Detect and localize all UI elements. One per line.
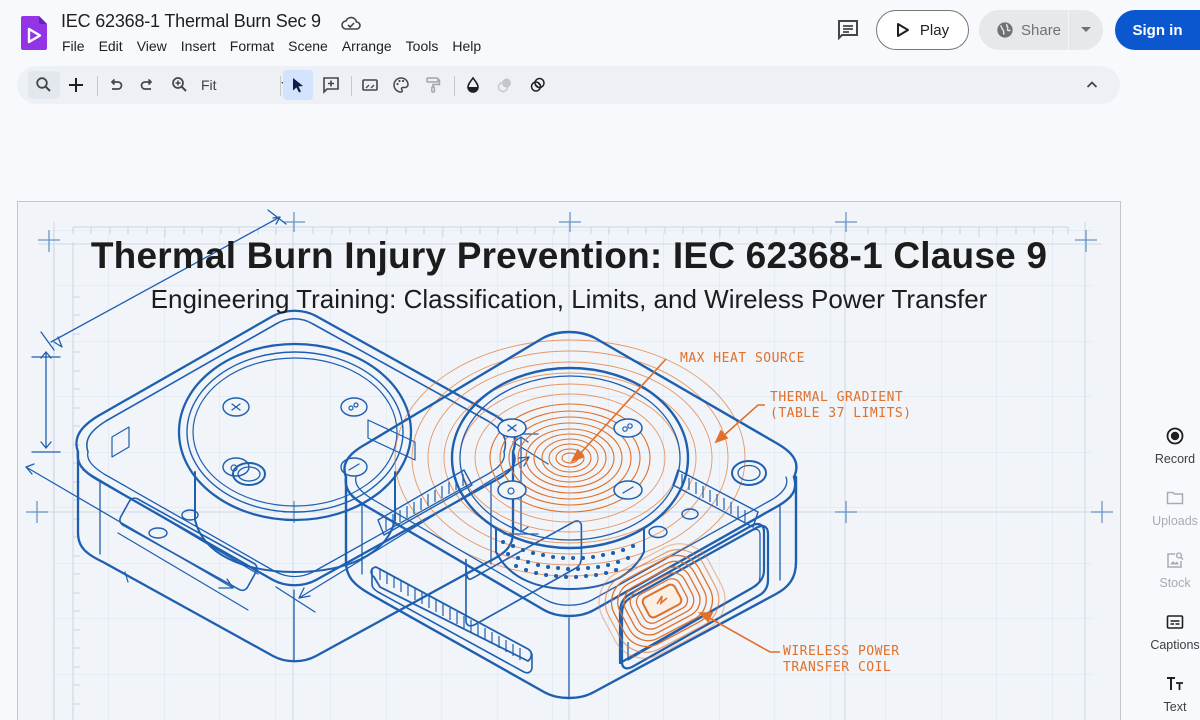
blueprint-illustration	[18, 202, 1120, 720]
app-logo-icon[interactable]	[21, 16, 47, 50]
zoom-in-button[interactable]	[166, 71, 194, 99]
callout-text: THERMAL GRADIENT	[770, 390, 904, 405]
select-tool-button[interactable]	[283, 70, 313, 100]
opacity-icon	[497, 78, 511, 93]
menu-view[interactable]: View	[136, 38, 167, 54]
fill-color-button[interactable]	[459, 71, 487, 99]
background-image-icon	[362, 79, 378, 91]
undo-button[interactable]	[102, 71, 130, 99]
collapse-toolbar-button[interactable]	[1078, 71, 1106, 99]
zoom-in-icon	[172, 77, 187, 92]
add-comment-icon	[323, 77, 339, 94]
background-button[interactable]	[356, 71, 384, 99]
menu-bar: File Edit View Insert Format Scene Arran…	[55, 36, 488, 56]
cursor-arrow-icon	[293, 78, 303, 93]
slide-title: Thermal Burn Injury Prevention: IEC 6236…	[90, 235, 1048, 276]
cloud-saved-icon[interactable]	[340, 14, 362, 32]
callout-text: MAX HEAT SOURCE	[680, 351, 805, 366]
share-dropdown-button[interactable]	[1069, 27, 1103, 33]
add-comment-button[interactable]	[317, 71, 345, 99]
callout-text: WIRELESS POWER	[783, 644, 900, 659]
record-icon	[1166, 427, 1184, 445]
share-button-group: Share	[979, 10, 1103, 50]
captions-icon	[1166, 615, 1184, 629]
side-item-label: Record	[1154, 452, 1196, 466]
undo-icon	[110, 78, 123, 90]
menu-edit[interactable]: Edit	[98, 38, 123, 54]
toolbar-divider	[280, 76, 281, 96]
zoom-level-select[interactable]: Fit	[201, 74, 291, 96]
menu-arrange[interactable]: Arrange	[341, 38, 392, 54]
side-item-record[interactable]: Record	[1139, 426, 1200, 466]
play-icon	[896, 23, 909, 37]
toolbar: Fit	[17, 66, 1120, 104]
side-item-text[interactable]: Text	[1139, 674, 1200, 714]
paint-format-button[interactable]	[419, 71, 447, 99]
water-drop-icon	[467, 76, 479, 93]
chevron-up-icon	[1086, 81, 1098, 88]
play-button[interactable]: Play	[876, 10, 969, 50]
menu-scene[interactable]: Scene	[288, 38, 328, 54]
side-item-label: Stock	[1159, 576, 1191, 590]
toolbar-divider	[97, 76, 98, 96]
plus-icon	[69, 78, 83, 92]
share-button[interactable]: Share	[979, 10, 1069, 50]
text-format-icon	[1167, 677, 1183, 690]
menu-help[interactable]: Help	[452, 38, 482, 54]
paint-roller-icon	[426, 77, 441, 93]
slide-subtitle: Engineering Training: Classification, Li…	[150, 284, 988, 314]
side-item-label: Captions	[1150, 638, 1200, 652]
callout-text: TRANSFER COIL	[783, 660, 892, 675]
caret-down-icon	[1081, 27, 1091, 32]
slide-canvas[interactable]: Thermal Burn Injury Prevention: IEC 6236…	[17, 201, 1121, 720]
side-item-captions[interactable]: Captions	[1139, 612, 1200, 652]
opacity-button[interactable]	[491, 71, 519, 99]
side-item-label: Uploads	[1152, 514, 1198, 528]
document-title[interactable]: IEC 62368-1 Thermal Burn Sec 9	[61, 11, 321, 31]
add-button[interactable]	[62, 71, 90, 99]
toolbar-divider	[351, 76, 352, 96]
menu-file[interactable]: File	[62, 38, 85, 54]
callout-thermal-gradient: THERMAL GRADIENT (TABLE 37 LIMITS)	[770, 390, 912, 422]
side-item-uploads[interactable]: Uploads	[1139, 488, 1200, 528]
mask-button[interactable]	[524, 71, 552, 99]
sign-in-button[interactable]: Sign in	[1115, 10, 1200, 50]
folder-icon	[1166, 491, 1184, 505]
toolbar-divider	[454, 76, 455, 96]
share-label: Share	[1021, 21, 1062, 39]
side-item-stock[interactable]: Stock	[1139, 550, 1200, 590]
comments-icon[interactable]	[836, 18, 860, 42]
callout-wireless-coil: WIRELESS POWER TRANSFER COIL	[783, 644, 900, 676]
menu-tools[interactable]: Tools	[405, 38, 439, 54]
mask-shapes-icon	[530, 77, 545, 92]
search-tool-button[interactable]	[28, 71, 60, 99]
menu-insert[interactable]: Insert	[180, 38, 216, 54]
stock-image-icon	[1167, 552, 1184, 568]
callout-text: (TABLE 37 LIMITS)	[770, 406, 912, 421]
callout-max-heat-source: MAX HEAT SOURCE	[680, 351, 805, 367]
play-label: Play	[919, 21, 950, 39]
search-icon	[36, 77, 51, 92]
redo-icon	[140, 78, 153, 90]
zoom-level-value: Fit	[201, 77, 217, 93]
globe-icon	[997, 22, 1013, 38]
palette-icon	[393, 77, 409, 93]
menu-format[interactable]: Format	[229, 38, 275, 54]
theme-button[interactable]	[387, 71, 415, 99]
side-item-label: Text	[1163, 700, 1187, 714]
redo-button[interactable]	[133, 71, 161, 99]
